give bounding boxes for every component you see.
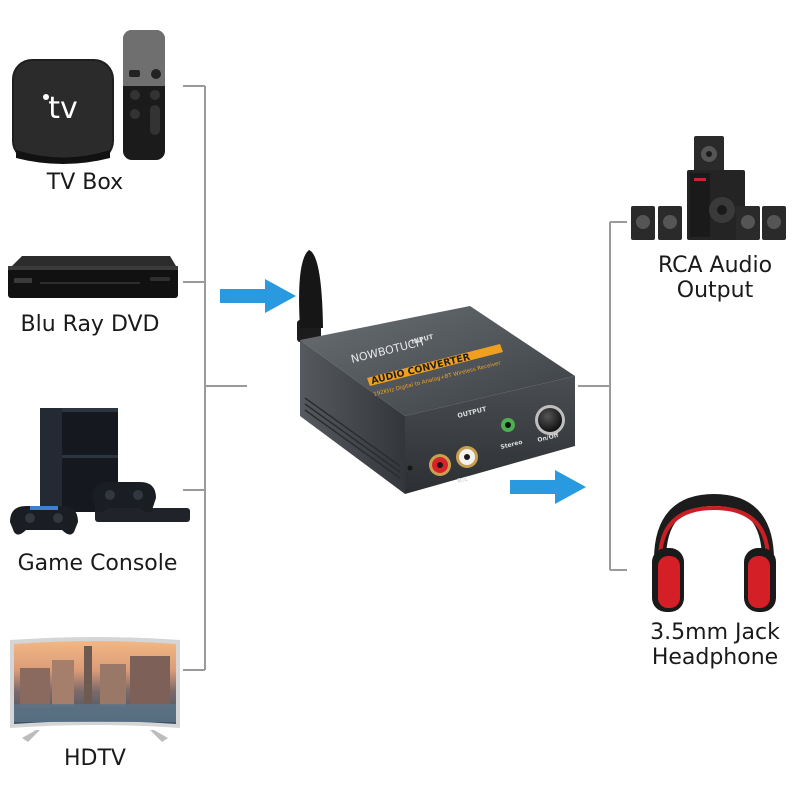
- rca-jack-white-icon: [456, 446, 478, 468]
- tv-box-icon: tv: [12, 30, 165, 164]
- gamepad-icon: [10, 506, 78, 535]
- rca-output-label-line1: RCA Audio: [657, 253, 773, 278]
- svg-text:tv: tv: [48, 91, 78, 126]
- headphone-output-label: 3.5mm Jack Headphone: [630, 620, 800, 670]
- speaker-system-icon: [631, 136, 786, 240]
- rl-label: R/L: [457, 476, 469, 485]
- rca-output-label-line2: Output: [676, 278, 754, 303]
- headphone-output-label-line2: Headphone: [651, 645, 779, 670]
- audio-converter-device: NOWBOTUCH AUDIO CONVERTER 192KHz Digital…: [297, 250, 575, 494]
- hdtv-icon: [10, 637, 180, 742]
- game-console-icon: [10, 408, 190, 535]
- converter-left-side: [300, 340, 405, 494]
- rca-output-label: RCA Audio Output: [630, 253, 800, 303]
- power-knob-icon: [535, 405, 565, 435]
- hdtv-label: HDTV: [64, 746, 126, 771]
- input-arrow-icon: [220, 279, 296, 313]
- antenna-icon: [297, 250, 323, 342]
- headphone-output-label-line1: 3.5mm Jack: [650, 620, 780, 645]
- remote-control-icon: [123, 30, 165, 160]
- gamepad-icon: [92, 482, 156, 513]
- tv-box-label: TV Box: [46, 170, 124, 195]
- source-connector-lines: [183, 85, 247, 671]
- headphone-icon: [652, 493, 776, 612]
- game-console-label: Game Console: [17, 551, 178, 576]
- title-banner: [367, 344, 503, 386]
- bluray-player-icon: [8, 256, 178, 298]
- rca-jack-red-icon: [429, 454, 451, 476]
- stereo-jack-icon: [501, 418, 515, 432]
- output-arrow-icon: [510, 470, 586, 504]
- bluray-label: Blu Ray DVD: [20, 312, 160, 337]
- output-connector-lines: [578, 221, 627, 571]
